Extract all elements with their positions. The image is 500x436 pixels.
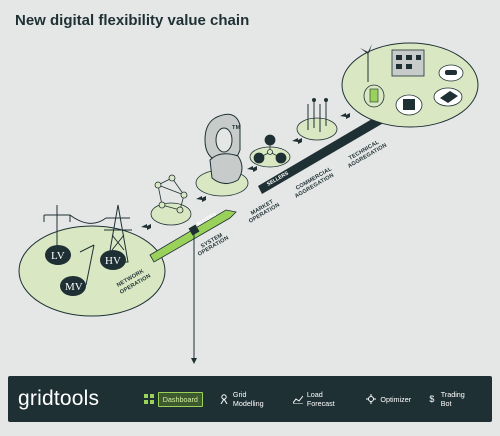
nav-grid-modelling[interactable]: Grid Modelling bbox=[219, 390, 277, 408]
sensor-poles-icon bbox=[307, 98, 328, 132]
system-operation-platform bbox=[150, 202, 192, 226]
exchange-arrows bbox=[141, 113, 350, 230]
nav-optimizer-label: Optimizer bbox=[380, 394, 412, 404]
nav-trading-bot[interactable]: $ Trading Bot bbox=[427, 390, 476, 408]
nav-load-forecast-label: Load Forecast bbox=[306, 390, 335, 408]
load-forecast-icon bbox=[292, 394, 304, 405]
distributed-assets bbox=[360, 44, 464, 116]
nav-grid-modelling-label: Grid Modelling bbox=[232, 390, 264, 408]
footer-bar: gridtools Dashboard Grid Modelling Load … bbox=[8, 376, 492, 422]
voltage-hv: HV bbox=[100, 250, 126, 270]
nav-load-forecast[interactable]: Load Forecast bbox=[292, 390, 351, 408]
grid-modelling-icon bbox=[219, 394, 229, 405]
optimizer-icon bbox=[366, 394, 377, 404]
nav-dashboard-label: Dashboard bbox=[157, 391, 203, 407]
trading-bot-icon: $ bbox=[429, 394, 435, 404]
aggregation-nodes-icon bbox=[253, 134, 287, 164]
tm-label: TM bbox=[232, 125, 241, 131]
commercial-aggregation-platform-b bbox=[296, 117, 338, 141]
hv-label: HV bbox=[105, 255, 121, 267]
voltage-lv: LV bbox=[45, 245, 71, 265]
mv-label: MV bbox=[65, 281, 83, 293]
dashboard-icon bbox=[143, 394, 154, 404]
footer-nav: Dashboard Grid Modelling Load Forecast O… bbox=[143, 390, 492, 408]
network-graph-icon bbox=[154, 174, 188, 214]
nav-dashboard[interactable]: Dashboard bbox=[143, 391, 203, 407]
page-title: New digital flexibility value chain bbox=[15, 12, 250, 29]
connector-arrowhead bbox=[191, 358, 197, 364]
nav-trading-bot-label: Trading Bot bbox=[440, 390, 465, 408]
market-logo-icon: TM bbox=[204, 113, 243, 184]
value-chain-diagram: BUYERS SELLERS LV bbox=[18, 42, 479, 364]
gridtools-logo: gridtools bbox=[18, 387, 100, 410]
voltage-mv: MV bbox=[60, 276, 86, 296]
nav-optimizer[interactable]: Optimizer bbox=[366, 394, 411, 404]
lv-label: LV bbox=[51, 250, 65, 262]
building-icon bbox=[391, 49, 425, 77]
